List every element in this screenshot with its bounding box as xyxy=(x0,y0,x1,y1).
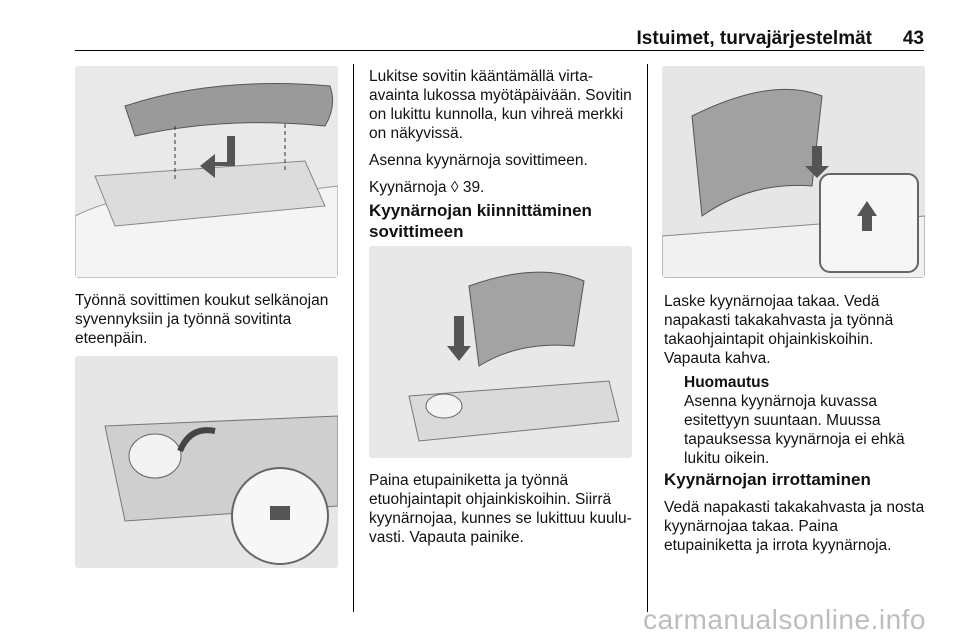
figure-adapter-hooks-illustration xyxy=(75,66,338,278)
header-rule xyxy=(75,50,924,51)
heading-attach-armrest: Kyynärnojan kiinnittäminen sovittimeen xyxy=(369,201,592,241)
column-divider-2 xyxy=(647,64,648,612)
col3-text-block: Laske kyynärnojaa takaa. Vedä napakasti … xyxy=(664,292,926,376)
caption-attach-armrest: Paina etupainiketta ja työnnä etuohjaint… xyxy=(369,472,632,546)
figure-adapter-lock-illustration xyxy=(75,356,338,568)
figure-lower-armrest-illustration xyxy=(662,66,925,278)
note-title: Huomautus xyxy=(684,374,770,391)
column-divider-1 xyxy=(353,64,354,612)
watermark: carmanualsonline.info xyxy=(643,604,926,635)
paragraph-remove-armrest: Vedä napakasti takakahvasta ja nosta kyy… xyxy=(664,499,925,554)
heading-remove-armrest: Kyynärnojan irrottaminen xyxy=(664,470,871,489)
caption-adapter-hooks: Työnnä sovittimen koukut selkänojan syve… xyxy=(75,292,329,347)
figure-attach-armrest xyxy=(369,246,632,458)
page-number: 43 xyxy=(902,28,924,49)
figure-lower-armrest xyxy=(662,66,925,278)
paragraph-lower-armrest: Laske kyynärnojaa takaa. Vedä napakasti … xyxy=(664,293,894,367)
note-text: Asenna kyynärnoja kuvassa esitettyyn suu… xyxy=(684,393,905,467)
paragraph-lock-adapter: Lukitse sovitin kääntämällä virta-avaint… xyxy=(369,68,632,142)
figure-adapter-lock xyxy=(75,356,338,568)
paragraph-install-armrest: Asenna kyynärnoja sovittimeen. xyxy=(369,152,588,169)
note-block: Huomautus Asenna kyynärnoja kuvassa esit… xyxy=(684,373,929,468)
figure-attach-armrest-illustration xyxy=(369,246,632,458)
page-header-title: Istuimet, turvajärjestelmät xyxy=(636,28,872,49)
col2-text-block: Lukitse sovitin kääntämällä virta-avaint… xyxy=(369,67,637,205)
figure-adapter-hooks xyxy=(75,66,338,278)
paragraph-armrest-reference: Kyynärnoja ◊ 39. xyxy=(369,179,485,196)
